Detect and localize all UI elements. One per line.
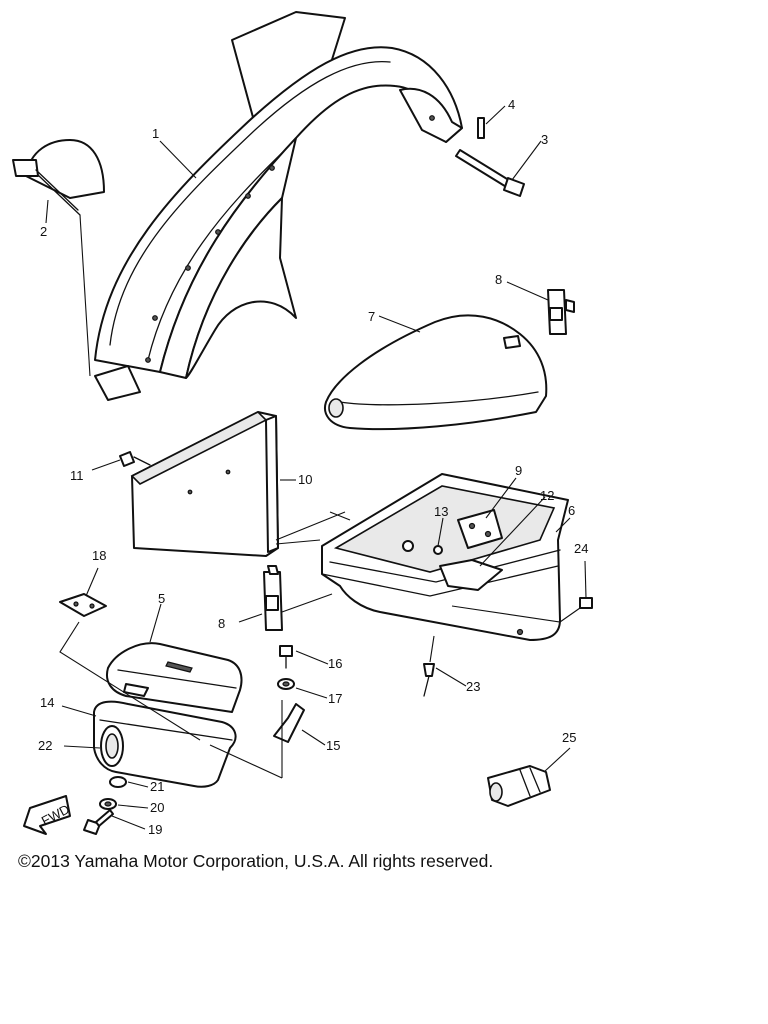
grommet[interactable]: [579, 597, 593, 609]
callout-24: 24: [574, 541, 588, 556]
callout-labels: 1 2 3 4 5 6 7 8 8 9 10 11 12 13 14 15 16…: [38, 97, 588, 837]
callout-17: 17: [328, 691, 342, 706]
callout-6: 6: [568, 503, 575, 518]
callout-13: 13: [434, 504, 448, 519]
bracket-lower[interactable]: [263, 565, 283, 631]
side-panel[interactable]: [130, 411, 279, 557]
side-cover[interactable]: [324, 314, 548, 431]
forward-direction-arrow: FWD: [23, 795, 72, 835]
callout-18: 18: [92, 548, 106, 563]
rivet-clip[interactable]: [119, 451, 151, 467]
air-cleaner-cap[interactable]: [106, 642, 243, 713]
fender-bolt[interactable]: [455, 149, 525, 197]
mud-flap[interactable]: [12, 139, 105, 216]
cotter-pin[interactable]: [477, 117, 485, 139]
fender-bolt-holes: [145, 115, 435, 363]
copyright-notice: ©2013 Yamaha Motor Corporation, U.S.A. A…: [18, 851, 494, 871]
callout-4: 4: [508, 97, 515, 112]
air-cleaner-case[interactable]: [93, 700, 237, 788]
clamp-bracket[interactable]: [273, 703, 305, 743]
leader-lines: [45, 105, 587, 830]
screw[interactable]: [279, 645, 293, 669]
callout-2: 2: [40, 224, 47, 239]
callout-8b: 8: [218, 616, 225, 631]
nut-21[interactable]: [109, 776, 127, 788]
callout-23: 23: [466, 679, 480, 694]
callout-1: 1: [152, 126, 159, 141]
callout-21: 21: [150, 779, 164, 794]
washer[interactable]: [277, 678, 295, 690]
callout-14: 14: [40, 695, 54, 710]
callout-16: 16: [328, 656, 342, 671]
callout-5: 5: [158, 591, 165, 606]
callout-15: 15: [326, 738, 340, 753]
callout-19: 19: [148, 822, 162, 837]
callout-3: 3: [541, 132, 548, 147]
callout-25: 25: [562, 730, 576, 745]
coupler-25[interactable]: [487, 765, 551, 807]
bracket-upper[interactable]: [547, 289, 575, 335]
rivet-lower[interactable]: [423, 663, 435, 697]
callout-10: 10: [298, 472, 312, 487]
clip-plate[interactable]: [59, 593, 107, 617]
callout-20: 20: [150, 800, 164, 815]
callout-8a: 8: [495, 272, 502, 287]
callout-9: 9: [515, 463, 522, 478]
bolt-19[interactable]: [83, 809, 114, 835]
callout-22: 22: [38, 738, 52, 753]
callout-11: 11: [70, 468, 84, 483]
tool-box[interactable]: [321, 473, 569, 641]
rear-fender[interactable]: [94, 11, 463, 401]
callout-7: 7: [368, 309, 375, 324]
washer-20[interactable]: [99, 798, 117, 810]
callout-12: 12: [540, 488, 554, 503]
